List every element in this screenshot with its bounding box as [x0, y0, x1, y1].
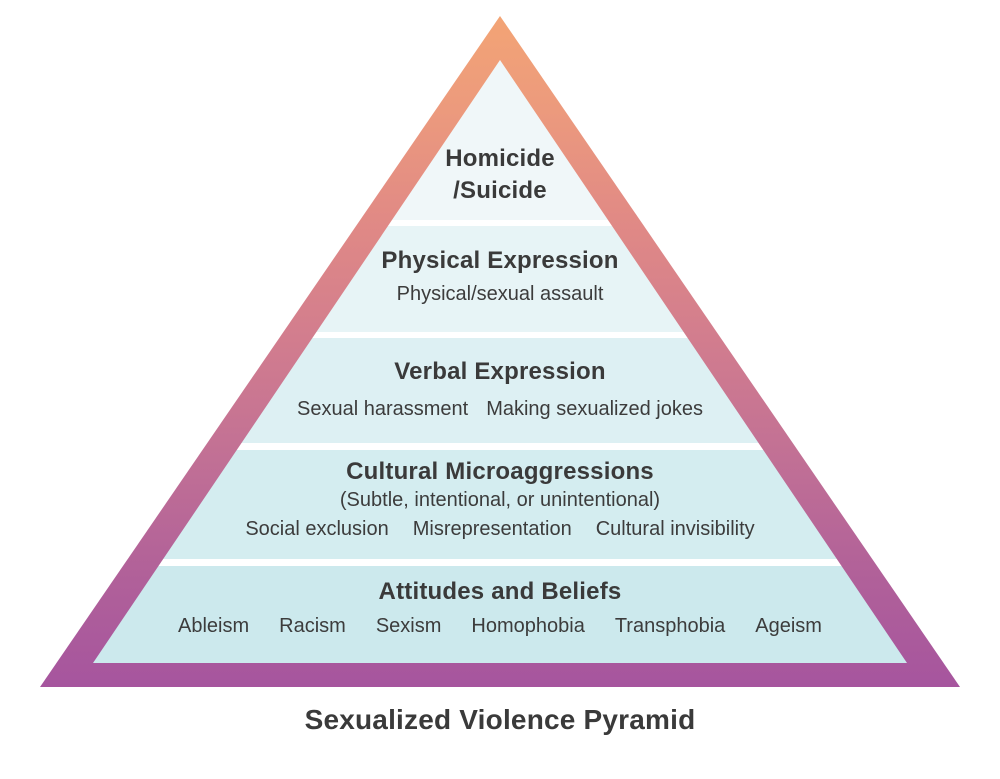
level-2-item: Physical/sexual assault [396, 283, 604, 305]
level-2-label: Physical Expression [381, 247, 619, 274]
level-3-items-row: Sexual harassment Making sexualized joke… [0, 398, 1000, 421]
level-5-items-row: Ableism Racism Sexism Homophobia Transph… [0, 615, 1000, 638]
level-4-label: Cultural Microaggressions [346, 458, 654, 485]
level-5-item: Homophobia [471, 615, 585, 637]
level-4-item: Social exclusion [245, 518, 389, 540]
level-3-item: Making sexualized jokes [486, 398, 703, 420]
level-5-item: Ageism [755, 615, 822, 637]
level-5-item: Ableism [178, 615, 250, 637]
level-4-item: Cultural invisibility [595, 518, 755, 540]
level-4-items-row: Social exclusion Misrepresentation Cultu… [0, 518, 1000, 541]
level-3-item: Sexual harassment [297, 398, 469, 420]
level-4-subtitle: (Subtle, intentional, or unintentional) [339, 489, 661, 511]
level-5-label: Attitudes and Beliefs [378, 578, 622, 605]
level-3-label: Verbal Expression [394, 358, 606, 385]
level-5-item: Transphobia [614, 615, 726, 637]
diagram-title: Sexualized Violence Pyramid [304, 704, 696, 735]
level-4-item: Misrepresentation [412, 518, 572, 540]
level-5-item: Sexism [375, 615, 442, 637]
level-1-label: Homicide /Suicide [445, 145, 555, 204]
level-5-item: Racism [279, 615, 346, 637]
